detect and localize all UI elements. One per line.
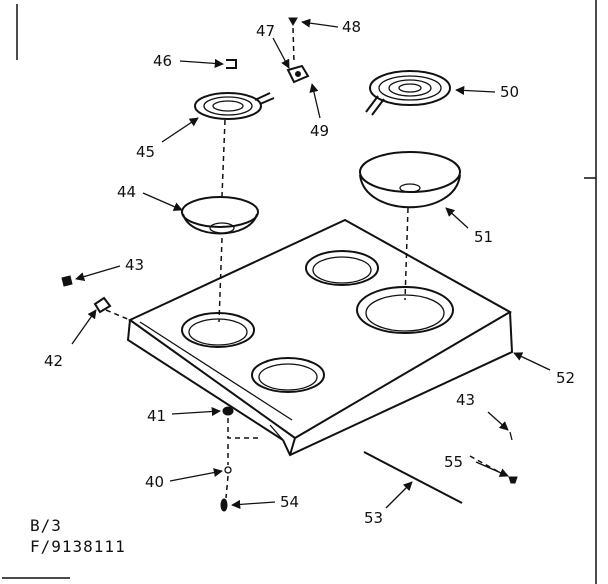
callout-40: 40 bbox=[145, 473, 164, 491]
callout-47: 47 bbox=[256, 22, 275, 40]
rod-53 bbox=[363, 451, 463, 504]
burner-opening-rear-left bbox=[305, 250, 379, 286]
clip-part-46 bbox=[226, 59, 237, 69]
callout-53: 53 bbox=[364, 509, 383, 527]
drip-pan-large bbox=[359, 151, 461, 209]
bracket-42 bbox=[93, 296, 112, 314]
burner-opening-front-right bbox=[251, 357, 325, 393]
surface-element-large bbox=[365, 70, 451, 116]
screw-43-right bbox=[509, 431, 513, 441]
burner-opening-rear-right bbox=[356, 286, 454, 334]
screw-43-left bbox=[61, 275, 73, 287]
callout-43-upper: 43 bbox=[125, 256, 144, 274]
drip-pan-small bbox=[181, 196, 259, 235]
callout-48: 48 bbox=[342, 18, 361, 36]
callout-44: 44 bbox=[117, 183, 136, 201]
callout-50: 50 bbox=[500, 83, 519, 101]
surface-element-small bbox=[194, 92, 275, 120]
callout-55: 55 bbox=[444, 453, 463, 471]
cooktop-panel bbox=[126, 218, 514, 457]
terminal-block-49 bbox=[286, 64, 310, 84]
callout-46: 46 bbox=[153, 52, 172, 70]
callout-42: 42 bbox=[44, 352, 63, 370]
callout-52: 52 bbox=[556, 369, 575, 387]
screw-48 bbox=[288, 17, 298, 27]
grommet-41 bbox=[222, 406, 234, 416]
nut-40 bbox=[224, 466, 232, 474]
reference-line-1: B/3 bbox=[30, 516, 62, 535]
screw-55 bbox=[508, 476, 518, 484]
callout-41: 41 bbox=[147, 407, 166, 425]
callout-54: 54 bbox=[280, 493, 299, 511]
leader-lines bbox=[71, 18, 551, 509]
callout-51: 51 bbox=[474, 228, 493, 246]
reference-line-2: F/9138111 bbox=[30, 537, 126, 556]
callout-43-lower: 43 bbox=[456, 391, 475, 409]
clip-54 bbox=[220, 498, 228, 512]
callout-45: 45 bbox=[136, 143, 155, 161]
callout-49: 49 bbox=[310, 122, 329, 140]
burner-opening-front-left bbox=[181, 312, 255, 348]
